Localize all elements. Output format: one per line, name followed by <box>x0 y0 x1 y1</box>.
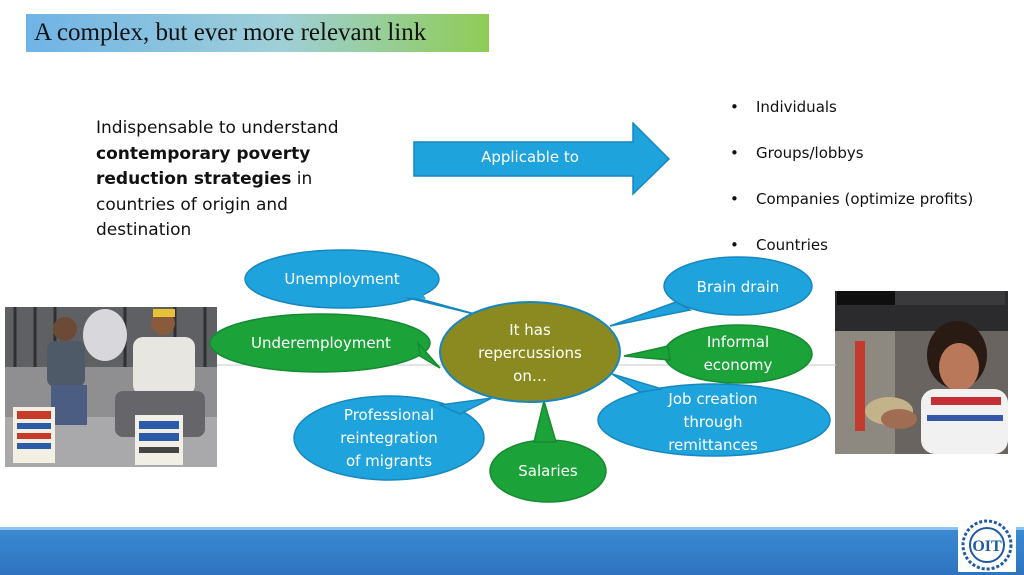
professional-label: Professional reintegration of migrants <box>340 406 438 470</box>
title-banner: A complex, but ever more relevant link <box>26 14 489 52</box>
bullet-item: •Groups/lobbys <box>730 144 864 162</box>
bubble-unemployment <box>244 249 483 317</box>
intro-part2: in countries of origin and destination <box>96 169 313 240</box>
center-label: It has repercussions on… <box>478 321 582 385</box>
bubble-salaries <box>489 398 607 503</box>
footer-accent-line <box>0 527 1024 530</box>
bullet-item: •Countries <box>730 236 828 254</box>
informal-label: Informal economy <box>703 333 773 374</box>
intro-text: Indispensable to understand contemporary… <box>96 116 366 244</box>
workers-photo <box>5 307 217 467</box>
intro-part1: Indispensable to understand <box>96 118 339 138</box>
remittance-photo <box>835 291 1008 454</box>
bubble-professional <box>293 395 493 481</box>
bubble-job-creation <box>597 373 831 457</box>
arrow-label: Applicable to <box>481 148 579 166</box>
bubble-center <box>439 301 621 403</box>
bubble-underemployment <box>209 313 441 373</box>
footer-bar <box>0 530 1024 575</box>
brain-drain-label: Brain drain <box>696 278 780 296</box>
job-creation-label: Job creation through remittances <box>668 390 758 454</box>
bubble-brain-drain <box>609 256 813 327</box>
ilo-logo: OIT <box>958 518 1016 572</box>
logo-text: OIT <box>972 538 1002 555</box>
intro-bold: contemporary poverty reduction strategie… <box>96 143 311 190</box>
applicable-arrow <box>413 122 671 196</box>
bullet-item: •Companies (optimize profits) <box>730 190 974 208</box>
underemployment-label: Underemployment <box>251 334 391 352</box>
bubble-informal <box>623 324 813 384</box>
bullet-item: •Individuals <box>730 98 837 116</box>
salaries-label: Salaries <box>518 462 578 480</box>
bullet-list: •Individuals •Groups/lobbys •Companies (… <box>730 94 973 278</box>
unemployment-label: Unemployment <box>284 270 400 288</box>
slide-title: A complex, but ever more relevant link <box>34 19 427 46</box>
